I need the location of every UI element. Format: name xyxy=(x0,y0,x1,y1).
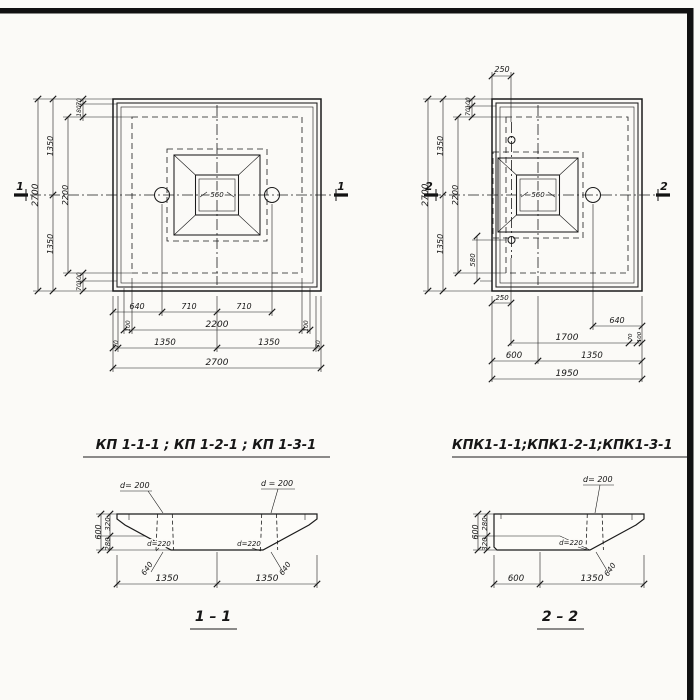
dim-640: 640 xyxy=(602,561,618,578)
dim-640: 640 xyxy=(609,316,624,325)
dim-1350: 1350 xyxy=(156,574,179,584)
dim-250: 250 xyxy=(495,294,509,302)
dim-1350: 1350 xyxy=(436,136,445,156)
dim-600: 600 xyxy=(471,524,480,539)
dim-710: 710 xyxy=(181,302,196,311)
pyramid-edges xyxy=(173,154,261,236)
section-mark-2: 2 2 xyxy=(424,180,670,201)
dim-280: 280 xyxy=(481,517,489,531)
pyramid-edges xyxy=(497,157,579,233)
dim-70: 70 xyxy=(315,340,322,348)
hole-diameter-label: d= 200 xyxy=(120,481,150,490)
dim-1950: 1950 xyxy=(556,369,579,379)
dim-1350: 1350 xyxy=(46,234,55,254)
dim-70: 70 xyxy=(113,340,120,348)
hole-hidden-lines xyxy=(585,513,604,551)
dim-1350: 1350 xyxy=(154,338,176,348)
section-mark-1: 1 1 xyxy=(14,180,348,201)
hole-callouts: d= 200 d=220 xyxy=(558,475,614,551)
dim-250: 250 xyxy=(494,65,509,74)
dim-2700: 2700 xyxy=(31,183,41,206)
dim-1350: 1350 xyxy=(436,234,445,254)
series-title-kp: КП 1-1-1 ; КП 1-2-1 ; КП 1-3-1 xyxy=(96,438,316,453)
interior-lines xyxy=(494,514,633,551)
edge-steps xyxy=(128,514,306,520)
plan2-dimensions: 250 2700 1350 1350 2200 100 70 580 250 5… xyxy=(421,65,646,383)
plan-view-kp: 1 1 2700 1350 1350 2200 7 xyxy=(14,95,348,372)
section-flag-label: 2 xyxy=(660,180,668,193)
dim-2200: 2200 xyxy=(61,185,70,205)
dim-560: 560 xyxy=(210,191,224,199)
dim-320: 320 xyxy=(104,517,112,531)
section-flag-label: 1 xyxy=(16,180,24,193)
dim-640: 640 xyxy=(139,560,155,577)
dim-100: 100 xyxy=(303,320,310,332)
sheet-frame xyxy=(0,8,694,700)
section-view-2-2: d= 200 d=220 600 280 320 600 1350 640 2 … xyxy=(471,475,648,630)
dim-1350: 1350 xyxy=(46,136,55,156)
dim-280: 280 xyxy=(104,537,112,551)
centerlines xyxy=(30,105,345,285)
dim-1350: 1350 xyxy=(258,338,280,348)
dim-600: 600 xyxy=(94,524,103,539)
dim-600: 600 xyxy=(506,351,522,361)
dim-2700: 2700 xyxy=(421,183,431,206)
dim-320: 320 xyxy=(481,537,489,551)
dim-100: 100 xyxy=(465,97,472,109)
dim-710: 710 xyxy=(236,302,251,311)
dim-100: 100 xyxy=(76,272,83,284)
frame-right-border xyxy=(687,8,694,700)
dim-640: 640 xyxy=(129,302,144,311)
dim-70: 70 xyxy=(465,108,472,116)
dim-2200: 2200 xyxy=(451,185,460,205)
section-label: 2 – 2 xyxy=(542,609,578,625)
dim-580: 580 xyxy=(469,253,477,267)
plan1-dimensions: 2700 1350 1350 2200 70 180 100 70 640 71… xyxy=(31,95,325,372)
plan-view-kpk: 2 2 250 2700 1350 xyxy=(421,65,670,383)
dim-70: 70 xyxy=(76,98,83,106)
dim-1350: 1350 xyxy=(581,574,604,584)
dim-640: 640 xyxy=(277,560,293,577)
section-body xyxy=(493,513,645,551)
section-flag-label: 2 xyxy=(425,180,433,193)
dim-2700: 2700 xyxy=(206,358,229,368)
dim-560: 560 xyxy=(531,191,545,199)
hole-diameter-label: d = 200 xyxy=(261,479,293,488)
hole-callouts: d= 200 d = 200 d=220 d=220 xyxy=(120,479,295,552)
hole-diameter-label: d=220 xyxy=(147,540,171,548)
dim-1350: 1350 xyxy=(581,351,603,361)
dim-100: 100 xyxy=(125,320,132,332)
series-title-kpk: КПК1-1-1;КПК1-2-1;КПК1-3-1 xyxy=(452,438,673,453)
dim-70: 70 xyxy=(76,283,83,291)
hole-diameter-label: d= 200 xyxy=(583,475,613,484)
section-view-1-1: d= 200 d = 200 d=220 d=220 600 320 280 1… xyxy=(94,479,321,630)
hole-diameter-label: d=220 xyxy=(237,540,261,548)
section-flag-label: 1 xyxy=(337,180,345,193)
centerlines xyxy=(430,105,668,285)
dim-600: 600 xyxy=(508,574,524,584)
dim-100: 100 xyxy=(637,331,643,342)
dim-1350: 1350 xyxy=(256,574,279,584)
hole-diameter-label: d=220 xyxy=(559,539,583,547)
dim-180: 180 xyxy=(76,105,83,117)
section-body xyxy=(116,513,318,551)
dim-1700: 1700 xyxy=(556,333,579,343)
section-label: 1 – 1 xyxy=(195,609,231,625)
dim-70: 70 xyxy=(628,333,634,340)
frame-top-border xyxy=(0,8,693,14)
dim-2200: 2200 xyxy=(206,320,229,330)
